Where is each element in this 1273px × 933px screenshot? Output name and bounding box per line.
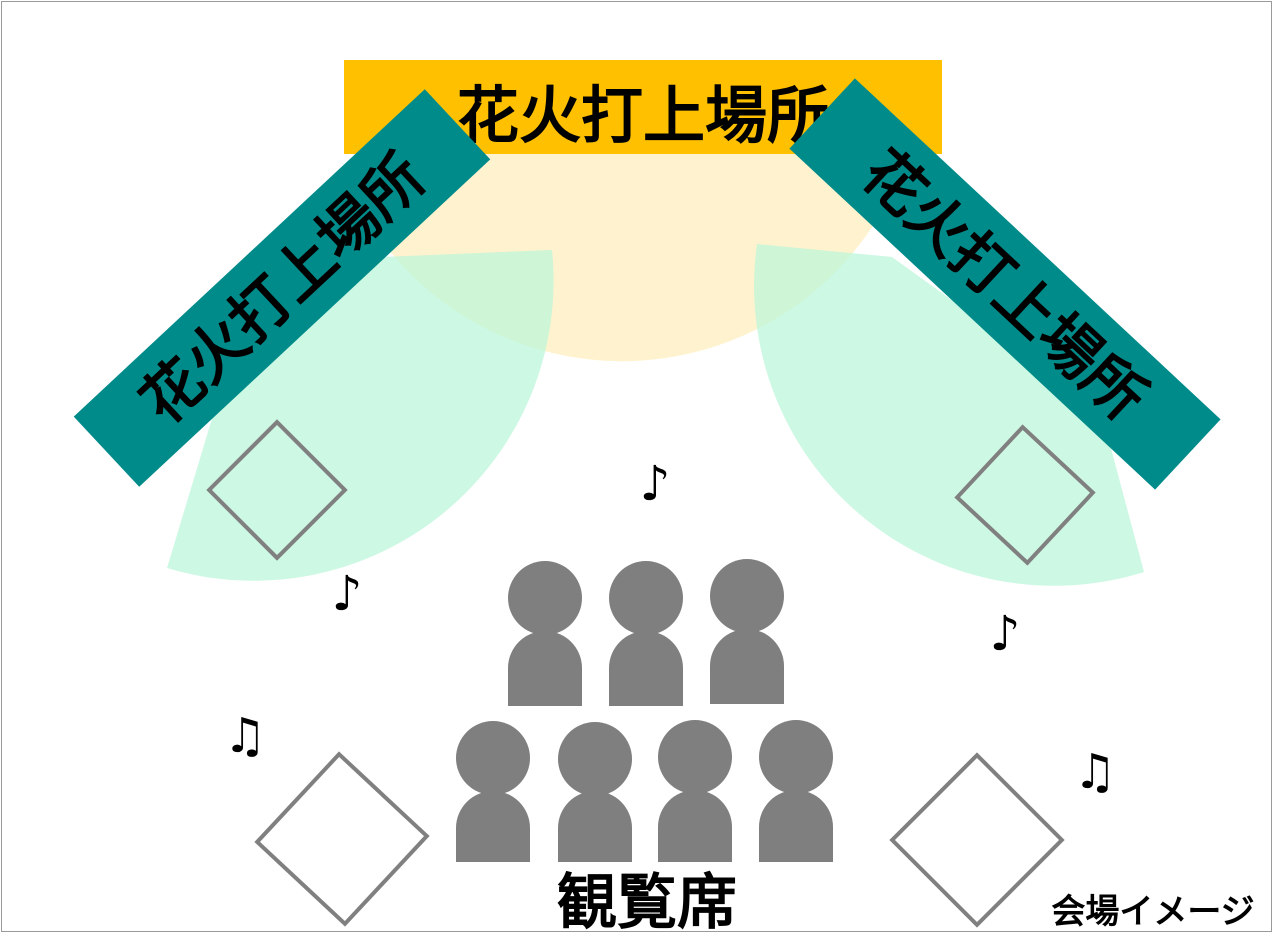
music-note-3: ♫ bbox=[223, 708, 266, 764]
speaker-lower-left bbox=[254, 751, 430, 927]
audience-person-icon bbox=[558, 722, 632, 862]
speaker-upper-left bbox=[206, 419, 348, 561]
seating-label: 観覧席 bbox=[557, 868, 737, 931]
audience-person-icon bbox=[710, 559, 784, 704]
speaker-upper-right bbox=[954, 424, 1096, 566]
audience-person-icon bbox=[508, 561, 582, 706]
audience-person-icon bbox=[658, 720, 732, 862]
audience-person-icon bbox=[456, 721, 530, 862]
right-firework-range bbox=[754, 244, 1144, 586]
top-launch-site-label: 花火打上場所 bbox=[457, 79, 829, 152]
music-note-4: ♪ bbox=[990, 606, 1021, 662]
left-firework-range bbox=[167, 250, 554, 581]
speaker-lower-right bbox=[889, 752, 1065, 928]
audience-person-icon bbox=[759, 720, 833, 862]
music-note-2: ♪ bbox=[332, 566, 363, 622]
venue-caption: 会場イメージ bbox=[1051, 892, 1254, 931]
music-note-1: ♪ bbox=[640, 456, 671, 512]
music-note-5: ♫ bbox=[1073, 744, 1116, 800]
audience-group bbox=[456, 559, 833, 862]
audience-person-icon bbox=[609, 561, 683, 706]
